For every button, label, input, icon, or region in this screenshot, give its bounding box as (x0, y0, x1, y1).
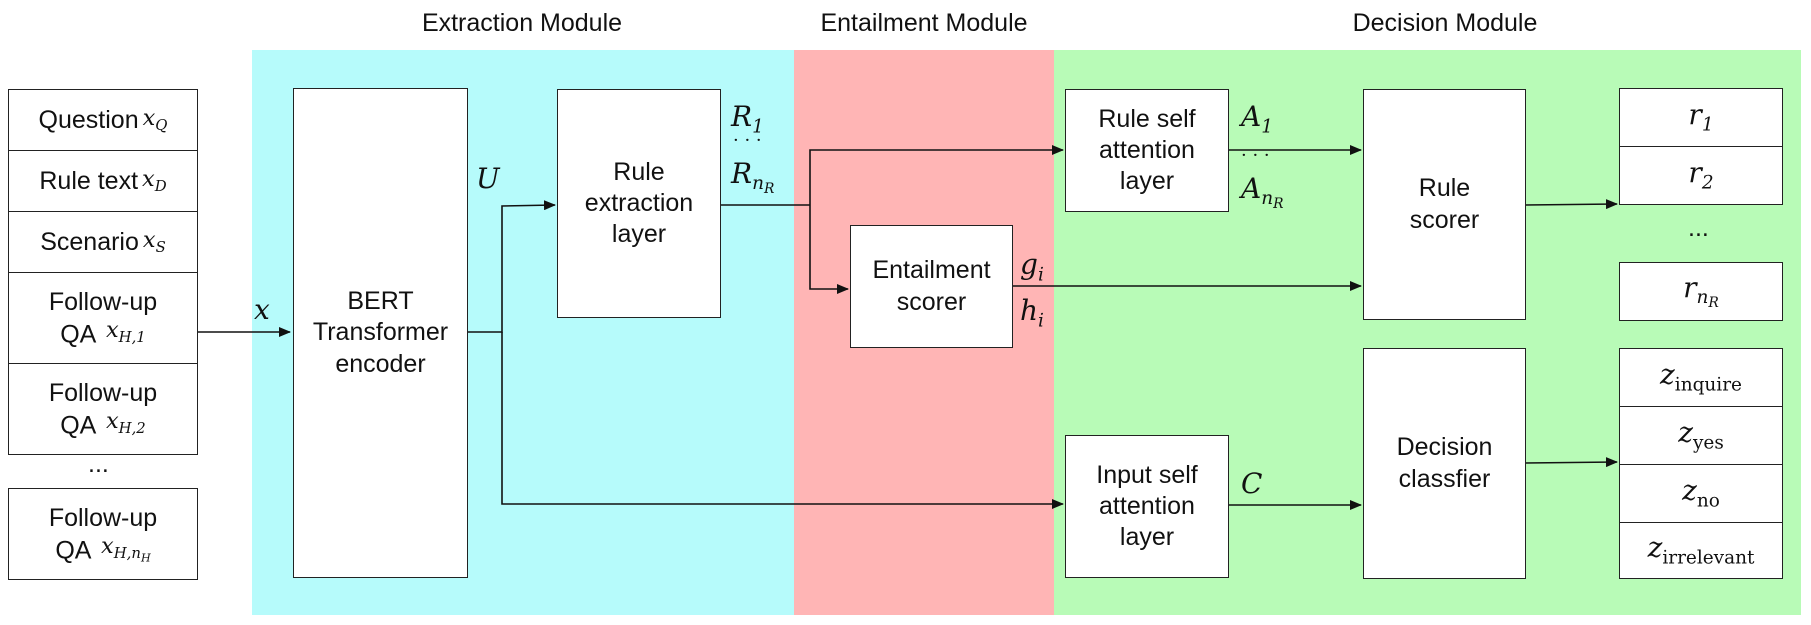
x-h2-symbol: xH,2 (105, 407, 146, 437)
rule-scorer-label: Rule scorer (1409, 174, 1480, 234)
entailment-module-title: Entailment Module (820, 9, 1028, 37)
label-c-text: C (1241, 467, 1263, 500)
decision-module-title: Decision Module (1352, 9, 1538, 37)
decision-output-irrelevant: zirrelevant (1619, 522, 1783, 579)
rule-output-r2: r2 (1619, 146, 1783, 205)
input-scenario: Scenario xS (8, 211, 198, 273)
input-followup-1: Follow-up QA xH,1 (8, 272, 198, 364)
rule-extraction-label: Rule extraction layer (584, 157, 694, 249)
input-question-label: Question (38, 106, 139, 134)
label-an: AnR (1241, 172, 1284, 213)
decision-output-inquire: zinquire (1619, 348, 1783, 407)
rule-scorer-box: Rule scorer (1363, 89, 1526, 320)
label-u: U (476, 165, 500, 193)
followup-1-line1: Follow-up (48, 287, 158, 316)
arrow-bert-to-rule-extraction (468, 200, 556, 333)
input-ellipsis: ... (88, 450, 109, 478)
input-rule-text: Rule text xD (8, 150, 198, 212)
label-an-text: A (1241, 172, 1262, 205)
label-g: gi (1020, 248, 1044, 286)
label-rn: RnR (731, 157, 775, 198)
followup-n-line1: Follow-up (48, 503, 158, 532)
z-irrelevant-sub: irrelevant (1662, 547, 1755, 569)
followup-1-line2: QA (60, 320, 95, 349)
label-r1: R1 (731, 100, 764, 138)
label-a-dots: · · · (1241, 145, 1270, 166)
z-inquire-sub: inquire (1674, 374, 1742, 396)
label-r1-text: R (731, 100, 753, 133)
arrow-bert-to-input-self-attention (501, 332, 1064, 509)
label-x: x (254, 296, 270, 324)
arrow-decision-to-outputs (1524, 457, 1618, 468)
label-r-dots: · · · (733, 130, 762, 151)
rule-output-r1: r1 (1619, 88, 1783, 147)
x-hn-symbol: xH,nH (101, 532, 151, 565)
decision-output-no: zno (1619, 464, 1783, 523)
decision-output-yes: zyes (1619, 406, 1783, 465)
followup-2-line2: QA (60, 411, 95, 440)
arrow-rule-scorer-to-outputs (1524, 199, 1618, 210)
label-u-text: U (476, 162, 500, 195)
label-h-text: h (1020, 294, 1039, 327)
label-g-text: g (1020, 248, 1038, 281)
rule-output-rn: rnR (1619, 262, 1783, 321)
rule-self-attention-label: Rule self attention layer (1098, 104, 1196, 196)
x-q-symbol: xQ (142, 105, 168, 135)
extraction-module-title: Extraction Module (421, 9, 623, 37)
input-self-attention-label: Input self attention layer (1096, 460, 1198, 552)
followup-2-line1: Follow-up (48, 378, 158, 407)
input-question: Question xQ (8, 89, 198, 151)
label-rn-text: R (731, 157, 753, 190)
input-rule-text-label: Rule text (39, 167, 139, 195)
bert-encoder-label: BERT Transformer encoder (312, 287, 449, 378)
rule-self-attention-box: Rule self attention layer (1065, 89, 1229, 212)
x-d-symbol: xD (142, 166, 167, 196)
rule-extraction-box: Rule extraction layer (557, 89, 721, 318)
x-s-symbol: xS (142, 227, 166, 257)
followup-n-line2: QA (55, 536, 91, 565)
decision-classifier-label: Decision classfier (1396, 433, 1493, 493)
arrow-to-rule-self-attention (809, 145, 1064, 205)
z-no-sub: no (1696, 490, 1720, 512)
input-self-attention-box: Input self attention layer (1065, 435, 1229, 578)
input-followup-n: Follow-up QA xH,nH (8, 488, 198, 580)
label-a1-text: A (1241, 100, 1262, 133)
entailment-scorer-box: Entailment scorer (850, 225, 1013, 348)
input-scenario-label: Scenario (40, 228, 139, 256)
x-h1-symbol: xH,1 (105, 316, 146, 346)
bert-encoder-box: BERT Transformer encoder (293, 88, 468, 578)
label-a1: A1 (1241, 100, 1273, 138)
label-x-text: x (254, 293, 270, 326)
label-h: hi (1020, 294, 1044, 332)
arrow-to-entailment-scorer (809, 205, 849, 294)
z-yes-sub: yes (1692, 432, 1724, 454)
decision-classifier-box: Decision classfier (1363, 348, 1526, 579)
input-followup-2: Follow-up QA xH,2 (8, 363, 198, 455)
label-c: C (1241, 470, 1262, 498)
rule-output-ellipsis: ... (1688, 214, 1709, 242)
entailment-scorer-label: Entailment scorer (872, 256, 991, 316)
